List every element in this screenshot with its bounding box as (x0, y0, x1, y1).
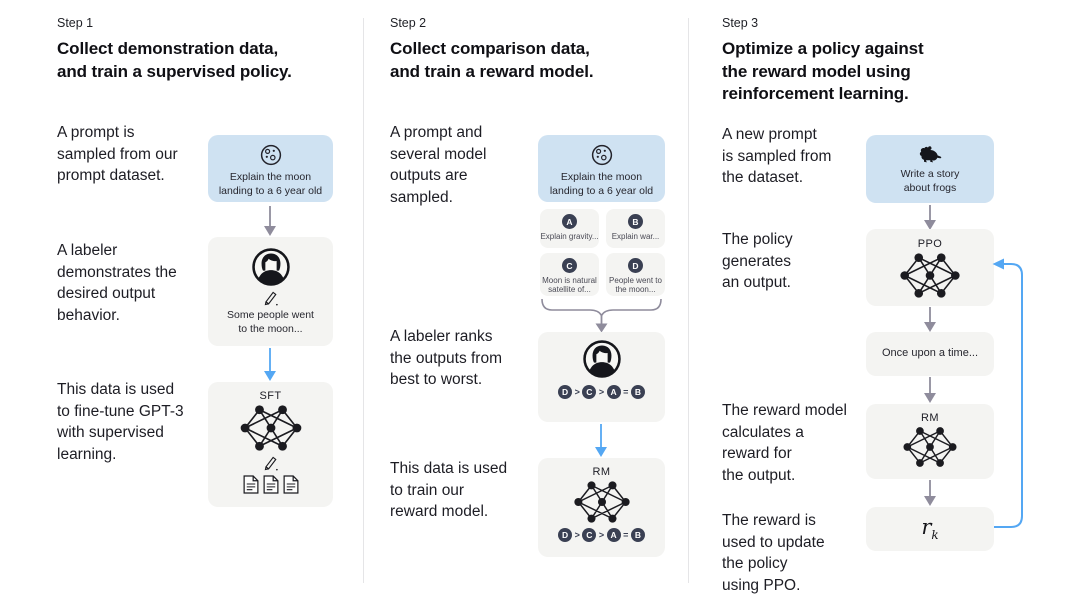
step3-prompt-box: Write a story about frogs (866, 135, 994, 203)
arrow-down-icon (924, 205, 936, 230)
step1-labeler-box: Some people went to the moon... (208, 237, 333, 346)
rank-badge: A (606, 528, 621, 542)
ranking-badges: D > C > A = B (558, 528, 645, 542)
document-icon (243, 475, 259, 494)
frog-icon (917, 145, 943, 163)
person-avatar-icon (251, 247, 291, 287)
step2-labeler-box: D > C > A = B (538, 332, 665, 422)
arrow-down-icon (924, 307, 936, 332)
rank-operator: > (574, 387, 580, 397)
person-avatar-icon (582, 339, 622, 379)
step2-labeler-description: A labeler ranks the outputs from best to… (390, 328, 503, 389)
step3-rm-model-box: RM (866, 404, 994, 479)
step1-label: Step 1 (57, 16, 94, 30)
ppo-policy-label: PPO (917, 238, 943, 250)
output-option-c: C Moon is natural satellite of... (540, 253, 599, 296)
output-option-a: A Explain gravity... (540, 209, 599, 248)
step1-prompt-box-caption: Explain the moon landing to a 6 year old (218, 171, 323, 197)
rank-operator: = (623, 387, 629, 397)
step2-label: Step 2 (390, 16, 427, 30)
rank-operator: > (598, 387, 605, 397)
neural-network-icon (900, 252, 960, 299)
arrow-down-blue-icon (264, 348, 276, 381)
step3-reward-update-description: The reward is used to update the policy … (722, 512, 825, 595)
step1-labeler-description: A labeler demonstrates the desired outpu… (57, 242, 177, 325)
step1-heading: Collect demonstration data, and train a … (57, 39, 292, 81)
arrow-down-icon (924, 480, 936, 506)
arrow-down-icon (924, 377, 936, 403)
step1-sft-model-box: SFT (208, 382, 333, 507)
rank-badge: B (630, 528, 645, 542)
output-option-d: D People went to the moon... (606, 253, 665, 296)
sft-model-label: SFT (259, 390, 282, 402)
moon-icon (259, 143, 283, 167)
pencil-icon (263, 290, 278, 306)
pencil-icon (263, 455, 278, 471)
column-divider (363, 18, 364, 583)
option-b-caption: Explain war... (611, 232, 660, 241)
rank-operator: > (574, 530, 580, 540)
reward-subscript: k (931, 528, 939, 543)
rm-model-label: RM (921, 412, 939, 424)
rank-badge: A (606, 385, 621, 399)
step3-policy-description: The policy generates an output. (722, 231, 793, 292)
step2-prompt-box-caption: Explain the moon landing to a 6 year old (549, 171, 654, 197)
output-option-b: B Explain war... (606, 209, 665, 248)
step3-output-box: Once upon a time... (866, 332, 994, 376)
rank-badge: D (558, 385, 573, 399)
rank-badge: C (582, 385, 597, 399)
step2-prompt-box: Explain the moon landing to a 6 year old (538, 135, 665, 202)
step1-prompt-box: Explain the moon landing to a 6 year old (208, 135, 333, 202)
neural-network-icon (240, 404, 302, 452)
ranking-badges: D > C > A = B (558, 385, 645, 399)
step2-training-description: This data is used to train our reward mo… (390, 460, 508, 521)
reward-symbol: r (921, 515, 932, 540)
rank-operator: > (598, 530, 605, 540)
rank-badge: D (558, 528, 573, 542)
option-b-badge: B (628, 214, 643, 229)
loop-arrow-icon (992, 258, 1023, 528)
step3-ppo-policy-box: PPO (866, 229, 994, 306)
option-a-badge: A (562, 214, 577, 229)
step1-labeler-box-caption: Some people went to the moon... (227, 309, 314, 335)
step2-rm-model-box: RM D > C > A = B (538, 458, 665, 557)
document-icon (283, 475, 299, 494)
moon-icon (590, 143, 614, 167)
step1-prompt-description: A prompt is sampled from our prompt data… (57, 124, 178, 185)
arrow-down-icon (264, 206, 276, 236)
step3-output-caption: Once upon a time... (882, 347, 978, 360)
step1-training-description: This data is used to fine-tune GPT-3 wit… (57, 381, 184, 464)
neural-network-icon (574, 480, 630, 524)
step3-reward-model-description: The reward model calculates a reward for… (722, 402, 847, 485)
step2-prompt-description: A prompt and several model outputs are s… (390, 124, 487, 207)
reward-value: rk (921, 515, 938, 542)
step3-heading: Optimize a policy against the reward mod… (722, 39, 924, 103)
option-c-caption: Moon is natural satellite of... (542, 276, 597, 294)
rank-operator: = (623, 530, 629, 540)
step3-prompt-box-caption: Write a story about frogs (900, 168, 960, 194)
step3-label: Step 3 (722, 16, 759, 30)
neural-network-icon (903, 426, 957, 468)
column-divider (688, 18, 689, 583)
curly-brace-icon (541, 298, 662, 333)
step3-reward-box: rk (866, 507, 994, 551)
option-d-badge: D (628, 258, 643, 273)
rm-model-label: RM (592, 466, 611, 478)
arrow-down-blue-icon (595, 424, 607, 457)
step3-prompt-description: A new prompt is sampled from the dataset… (722, 126, 832, 187)
document-icon (263, 475, 279, 494)
documents-icon (243, 475, 299, 494)
option-c-badge: C (562, 258, 577, 273)
step2-heading: Collect comparison data, and train a rew… (390, 39, 594, 81)
rank-badge: C (582, 528, 597, 542)
rank-badge: B (630, 385, 645, 399)
option-d-caption: People went to the moon... (609, 276, 662, 294)
option-a-caption: Explain gravity... (540, 232, 599, 241)
